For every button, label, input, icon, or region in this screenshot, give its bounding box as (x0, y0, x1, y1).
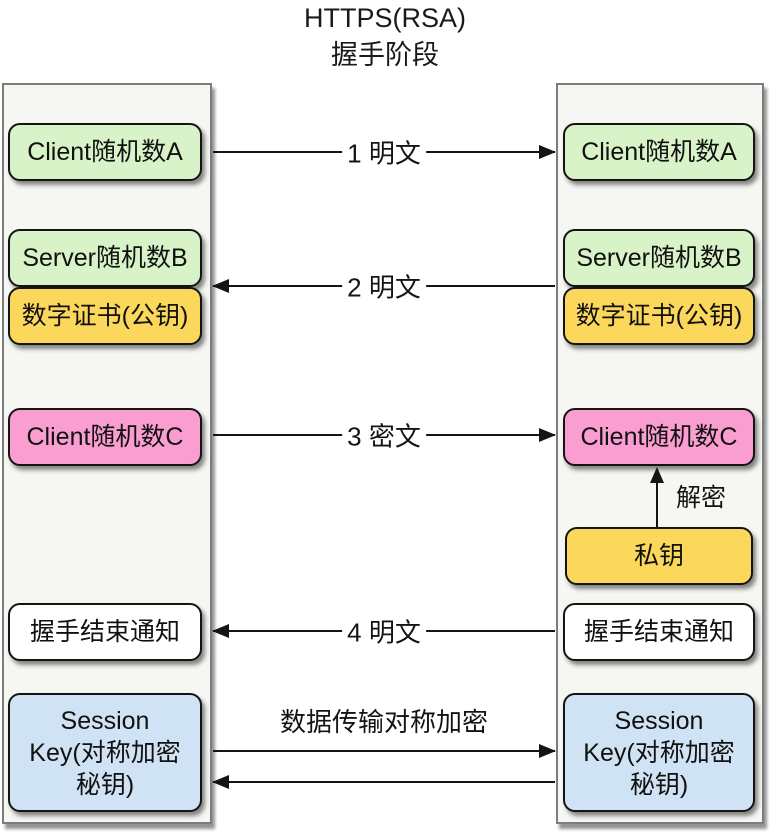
arrow-up-icon (650, 467, 664, 483)
server-server-random-b-box: Server随机数B (563, 229, 755, 287)
arrow-right-icon (539, 145, 556, 159)
server-random-a-box: Client随机数A (563, 123, 755, 181)
server-session-key-line1: Session (614, 706, 704, 735)
message-3-label: 3 密文 (342, 416, 426, 454)
server-session-key-line2: Key(对称加密 (583, 738, 735, 767)
arrow-left-icon (212, 775, 229, 789)
server-certificate-box: 数字证书(公钥) (563, 287, 755, 345)
data-transfer-right-arrow (213, 744, 556, 758)
decrypt-label: 解密 (676, 484, 727, 512)
server-handshake-finish-box: 握手结束通知 (563, 603, 755, 661)
message-2-arrow: 2 明文 (212, 267, 555, 305)
arrow-left-icon (212, 279, 229, 293)
server-session-key-line3: 秘钥) (629, 770, 689, 799)
server-random-c-box: Client随机数C (563, 408, 755, 466)
arrow-left-icon (212, 624, 229, 638)
client-random-c-box: Client随机数C (8, 408, 202, 466)
arrow-right-icon (539, 744, 556, 758)
diagram-title: HTTPS(RSA) (304, 3, 466, 33)
client-certificate-box: 数字证书(公钥) (8, 287, 202, 345)
arrow-right-icon (539, 428, 556, 442)
client-session-key-line2: Key(对称加密 (29, 738, 181, 767)
decrypt-arrow (650, 467, 664, 527)
data-transfer-left-arrow (212, 775, 555, 789)
client-random-a-box: Client随机数A (8, 123, 202, 181)
client-session-key-line1: Session (60, 706, 150, 735)
server-private-key-box: 私钥 (565, 527, 753, 585)
message-2-label: 2 明文 (342, 267, 426, 305)
message-1-arrow: 1 明文 (213, 133, 556, 171)
server-session-key-box: Session Key(对称加密 秘钥) (563, 693, 755, 812)
message-4-arrow: 4 明文 (212, 612, 555, 650)
client-session-key-line3: 秘钥) (75, 770, 135, 799)
message-4-label: 4 明文 (342, 612, 426, 650)
diagram-subtitle: 握手阶段 (331, 40, 439, 70)
client-server-random-b-box: Server随机数B (8, 229, 202, 287)
client-session-key-box: Session Key(对称加密 秘钥) (8, 693, 202, 812)
message-3-arrow: 3 密文 (213, 416, 556, 454)
data-transfer-label: 数据传输对称加密 (279, 707, 488, 737)
message-1-label: 1 明文 (342, 133, 426, 171)
client-handshake-finish-box: 握手结束通知 (8, 603, 202, 661)
